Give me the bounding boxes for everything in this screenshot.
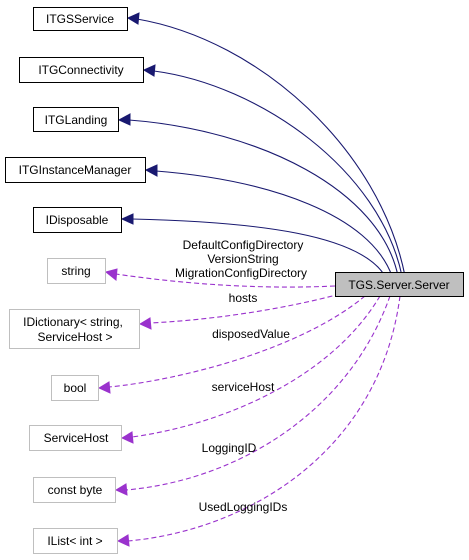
edge-member-idictionary <box>149 293 341 324</box>
edge-label-constbyte: LoggingID <box>202 441 257 455</box>
edge-member-constbyte <box>125 295 391 491</box>
node-ilistint[interactable]: IList< int > <box>33 528 118 554</box>
arrowhead-itginstancemanager <box>144 164 158 177</box>
arrowhead-bool <box>97 381 111 394</box>
node-main-tgs-server-server[interactable]: TGS.Server.Server <box>335 272 464 297</box>
node-itginstancemanager[interactable]: ITGInstanceManager <box>5 157 146 183</box>
edge-member-bool <box>108 295 366 388</box>
edge-member-string <box>115 273 336 288</box>
edge-inherit-itglanding <box>128 119 399 277</box>
arrowhead-idisposable <box>120 213 134 225</box>
arrowhead-constbyte <box>114 483 128 496</box>
svg-text:ITGSService: ITGSService <box>46 12 114 26</box>
svg-text:bool: bool <box>64 381 87 395</box>
edge-member-servicehost <box>131 295 381 438</box>
node-itglanding[interactable]: ITGLanding <box>33 107 119 132</box>
svg-text:ITGLanding: ITGLanding <box>45 113 108 127</box>
svg-text:TGS.Server.Server: TGS.Server.Server <box>348 278 449 292</box>
svg-text:ITGInstanceManager: ITGInstanceManager <box>19 163 132 177</box>
edge-label-string-2: VersionString <box>207 252 278 266</box>
arrowhead-string <box>104 268 118 281</box>
node-constbyte[interactable]: const byte <box>33 477 116 503</box>
svg-text:const byte: const byte <box>48 483 103 497</box>
edge-label-string-1: DefaultConfigDirectory <box>183 238 304 252</box>
svg-text:IList< int >: IList< int > <box>47 534 102 548</box>
node-bool[interactable]: bool <box>51 375 99 401</box>
edge-label-bool: disposedValue <box>212 327 290 341</box>
svg-text:string: string <box>61 264 90 278</box>
edge-inherit-idisposable <box>131 218 386 277</box>
edge-inherit-itgconnectivity <box>153 70 403 277</box>
node-idictionary[interactable]: IDictionary< string, ServiceHost > <box>9 309 140 349</box>
arrowhead-servicehost <box>120 431 134 444</box>
svg-text:ServiceHost >: ServiceHost > <box>37 330 112 344</box>
node-itgsservice[interactable]: ITGSService <box>33 7 128 31</box>
node-servicehost[interactable]: ServiceHost <box>29 425 122 451</box>
svg-text:ITGConnectivity: ITGConnectivity <box>38 63 123 77</box>
edge-inherit-itgsservice <box>136 18 406 277</box>
arrowhead-itgsservice <box>126 12 140 25</box>
svg-text:IDictionary< string,: IDictionary< string, <box>23 315 123 329</box>
arrowhead-idictionary <box>138 317 152 330</box>
arrowhead-itglanding <box>117 113 131 126</box>
node-itgconnectivity[interactable]: ITGConnectivity <box>19 57 144 83</box>
arrowhead-itgconnectivity <box>142 64 156 77</box>
node-idisposable[interactable]: IDisposable <box>33 207 122 233</box>
edge-label-string-3: MigrationConfigDirectory <box>175 266 307 280</box>
edge-label-ilistint: UsedLoggingIDs <box>199 500 288 514</box>
edge-member-ilistint <box>127 295 401 542</box>
svg-text:ServiceHost: ServiceHost <box>44 431 109 445</box>
edge-label-servicehost: serviceHost <box>212 380 275 394</box>
edge-label-idictionary: hosts <box>229 291 258 305</box>
svg-text:IDisposable: IDisposable <box>46 213 109 227</box>
edge-inherit-itginstancemanager <box>155 170 393 277</box>
node-string[interactable]: string <box>47 258 106 284</box>
arrowhead-ilistint <box>116 534 130 547</box>
